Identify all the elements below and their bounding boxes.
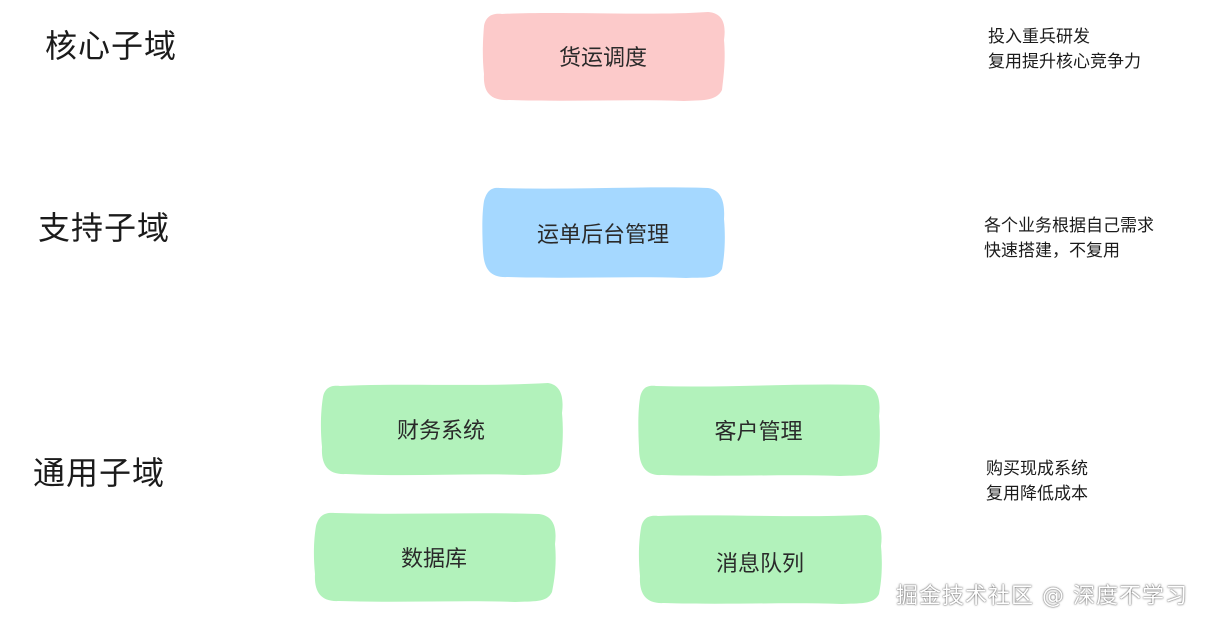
support-note-line-2: 快速搭建，不复用 [984,241,1120,261]
core-box-freight-dispatch: 货运调度 [480,10,726,102]
generic-note-line-1: 购买现成系统 [986,459,1088,479]
generic-box-customer-shape [638,384,880,476]
generic-box-message-queue-label: 消息队列 [715,552,804,577]
support-box-waybill-admin: 运单后台管理 [480,185,726,280]
generic-subdomain-label: 通用子域 [33,454,166,492]
generic-box-database: 数据库 [311,510,557,604]
support-note: 各个业务根据自己需求 快速搭建，不复用 [984,214,1154,264]
support-box-shape [482,187,725,278]
core-note-line-1: 投入重兵研发 [988,27,1090,47]
generic-box-database-shape [313,512,556,602]
generic-box-finance-shape [320,383,563,476]
generic-box-message-queue-shape [638,515,882,604]
support-note-line-1: 各个业务根据自己需求 [984,216,1154,236]
core-box-label: 货运调度 [558,46,647,71]
generic-note: 购买现成系统 复用降低成本 [986,457,1088,507]
generic-box-finance-label: 财务系统 [396,419,485,444]
core-box-shape [482,12,725,101]
core-subdomain-label: 核心子域 [45,27,178,65]
generic-note-line-2: 复用降低成本 [986,484,1088,504]
core-note-line-2: 复用提升核心竞争力 [988,52,1141,72]
generic-box-customer: 客户管理 [636,382,881,478]
generic-box-finance: 财务系统 [318,381,564,477]
watermark: 掘金技术社区 @ 深度不学习 [896,584,1188,609]
generic-box-customer-label: 客户管理 [714,420,803,445]
core-note: 投入重兵研发 复用提升核心竞争力 [988,25,1141,75]
generic-box-message-queue: 消息队列 [636,512,884,606]
support-subdomain-label: 支持子域 [38,209,171,247]
generic-box-database-label: 数据库 [400,547,467,572]
support-box-label: 运单后台管理 [536,222,669,248]
